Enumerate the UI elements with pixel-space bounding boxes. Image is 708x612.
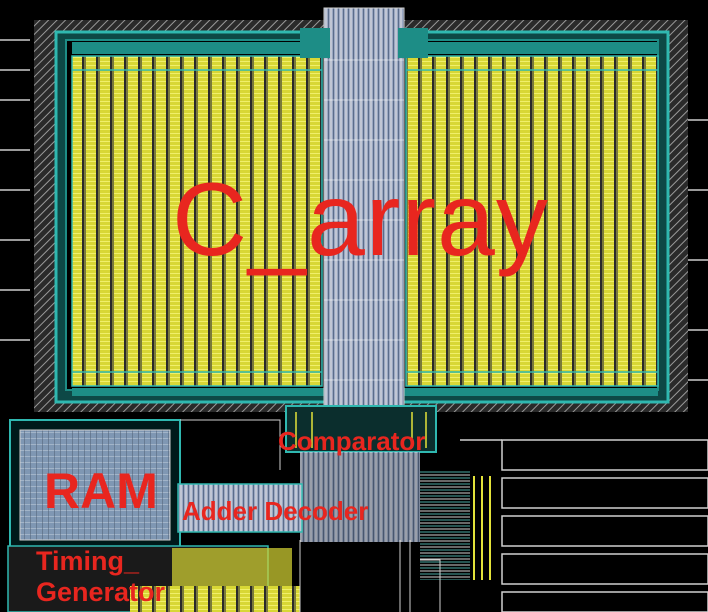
- timing-generator-label-line2: Generator: [36, 577, 166, 607]
- timing-generator-label-line1: Timing_: [36, 546, 140, 576]
- comparator-label: Comparator: [278, 426, 426, 456]
- ram-label: RAM: [44, 463, 158, 519]
- c-array-right-half: [406, 56, 658, 386]
- comparator-block: [285, 405, 437, 453]
- right-edge-pins: [685, 119, 708, 381]
- adder-decoder-block: [178, 484, 302, 532]
- ram-block: [19, 429, 171, 541]
- central-routing-channel: [324, 8, 404, 428]
- timing-generator-label: Timing_ Generator: [36, 546, 165, 608]
- c-array-label: C_array: [172, 162, 549, 278]
- adder-decoder-label: Adder Decoder: [182, 496, 369, 526]
- c-array-left-half: [72, 56, 322, 386]
- left-edge-pins: [0, 39, 30, 341]
- io-pad-frames: [460, 439, 708, 612]
